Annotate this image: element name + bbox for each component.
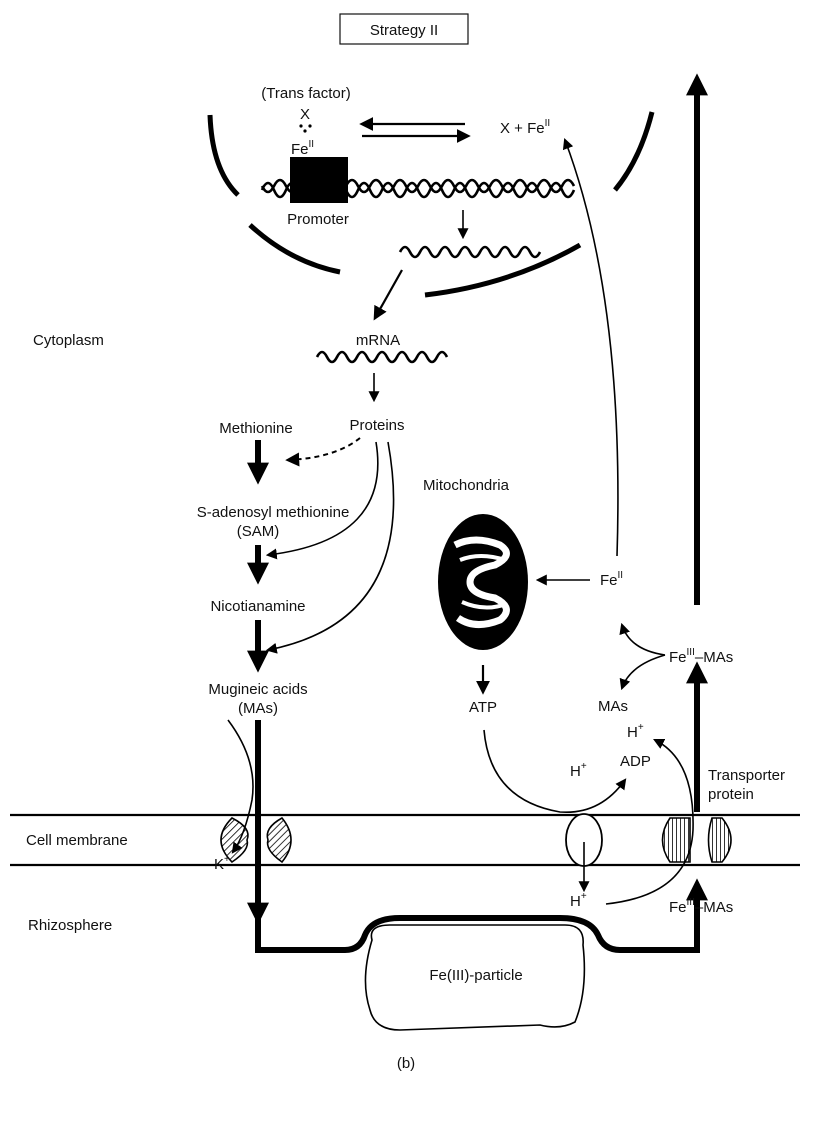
h-plus-mid-label: H+ [570,761,587,780]
cytoplasm-label: Cytoplasm [33,332,104,349]
diagram-title: Strategy II [370,22,438,39]
sam-label-line2: (SAM) [237,523,280,540]
x-plus-fe-label: X + FeII [500,118,550,137]
x-label: X [300,106,310,123]
transporter-label-line2: protein [708,786,754,803]
atp-label: ATP [469,699,497,716]
adp-label: ADP [620,753,651,770]
mas-label-line2: (MAs) [238,700,278,717]
transporter-label-line1: Transporter [708,767,785,784]
mitochondrion [438,514,528,650]
title-box: Strategy II [340,14,468,44]
mas-label-line1: Mugineic acids [208,681,307,698]
k-plus-label-text: K+ [214,854,230,873]
pre-mrna-wave [400,247,540,257]
nicotianamine-label: Nicotianamine [210,598,305,615]
mrna-wave [317,352,447,362]
proteins-label: Proteins [349,417,404,434]
fe-iii-mas-upper-label: FeIII–MAs [669,647,733,666]
mas-small-label: MAs [598,698,628,715]
promoter-block [290,157,348,203]
promoter-label: Promoter [287,211,349,228]
fe-ii-bound-label: FeII [291,139,314,158]
equilibrium-arrows [362,124,468,136]
rhizosphere-label: Rhizosphere [28,917,112,934]
mitochondria-label: Mitochondria [423,477,510,494]
fe-ii-mito-label: FeII [600,570,623,589]
mrna-label: mRNA [356,332,400,349]
cell-membrane-label: Cell membrane [26,832,128,849]
methionine-label: Methionine [219,420,292,437]
panel-label: (b) [397,1055,415,1072]
h-plus-bottom-label: H+ [570,891,587,910]
h-plus-top-label: H+ [627,722,644,741]
sam-label-line1: S-adenosyl methionine [197,504,350,521]
fe-iii-mas-lower-label: FeIII–MAs [669,897,733,916]
transporter-protein [663,818,732,862]
fe-particle-label: Fe(III)-particle [429,967,522,984]
trans-factor-label: (Trans factor) [261,85,350,102]
